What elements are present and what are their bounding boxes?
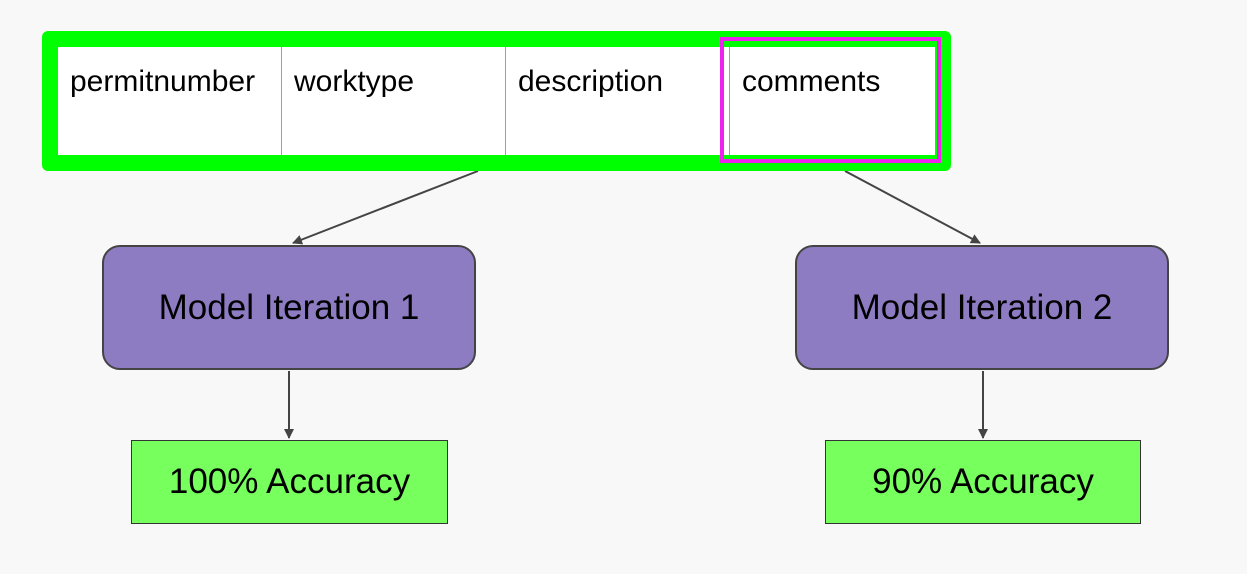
model-iteration-2-box: Model Iteration 2 — [795, 245, 1169, 370]
column-description: description — [506, 47, 730, 155]
column-permitnumber: permitnumber — [58, 47, 282, 155]
accuracy-1-label: 100% Accuracy — [168, 462, 411, 501]
model-iteration-1-box: Model Iteration 1 — [102, 245, 476, 370]
column-comments: comments — [742, 65, 881, 98]
comments-highlight-box — [720, 37, 941, 163]
accuracy-2-box: 90% Accuracy — [825, 440, 1141, 524]
accuracy-1-box: 100% Accuracy — [131, 440, 448, 524]
model-iteration-2-label: Model Iteration 2 — [851, 287, 1113, 327]
arrow-table-to-model-2 — [844, 170, 981, 244]
column-worktype: worktype — [282, 47, 506, 155]
model-iteration-1-label: Model Iteration 1 — [158, 287, 420, 327]
arrow-table-to-model-1 — [292, 170, 479, 245]
accuracy-2-label: 90% Accuracy — [872, 462, 1094, 501]
